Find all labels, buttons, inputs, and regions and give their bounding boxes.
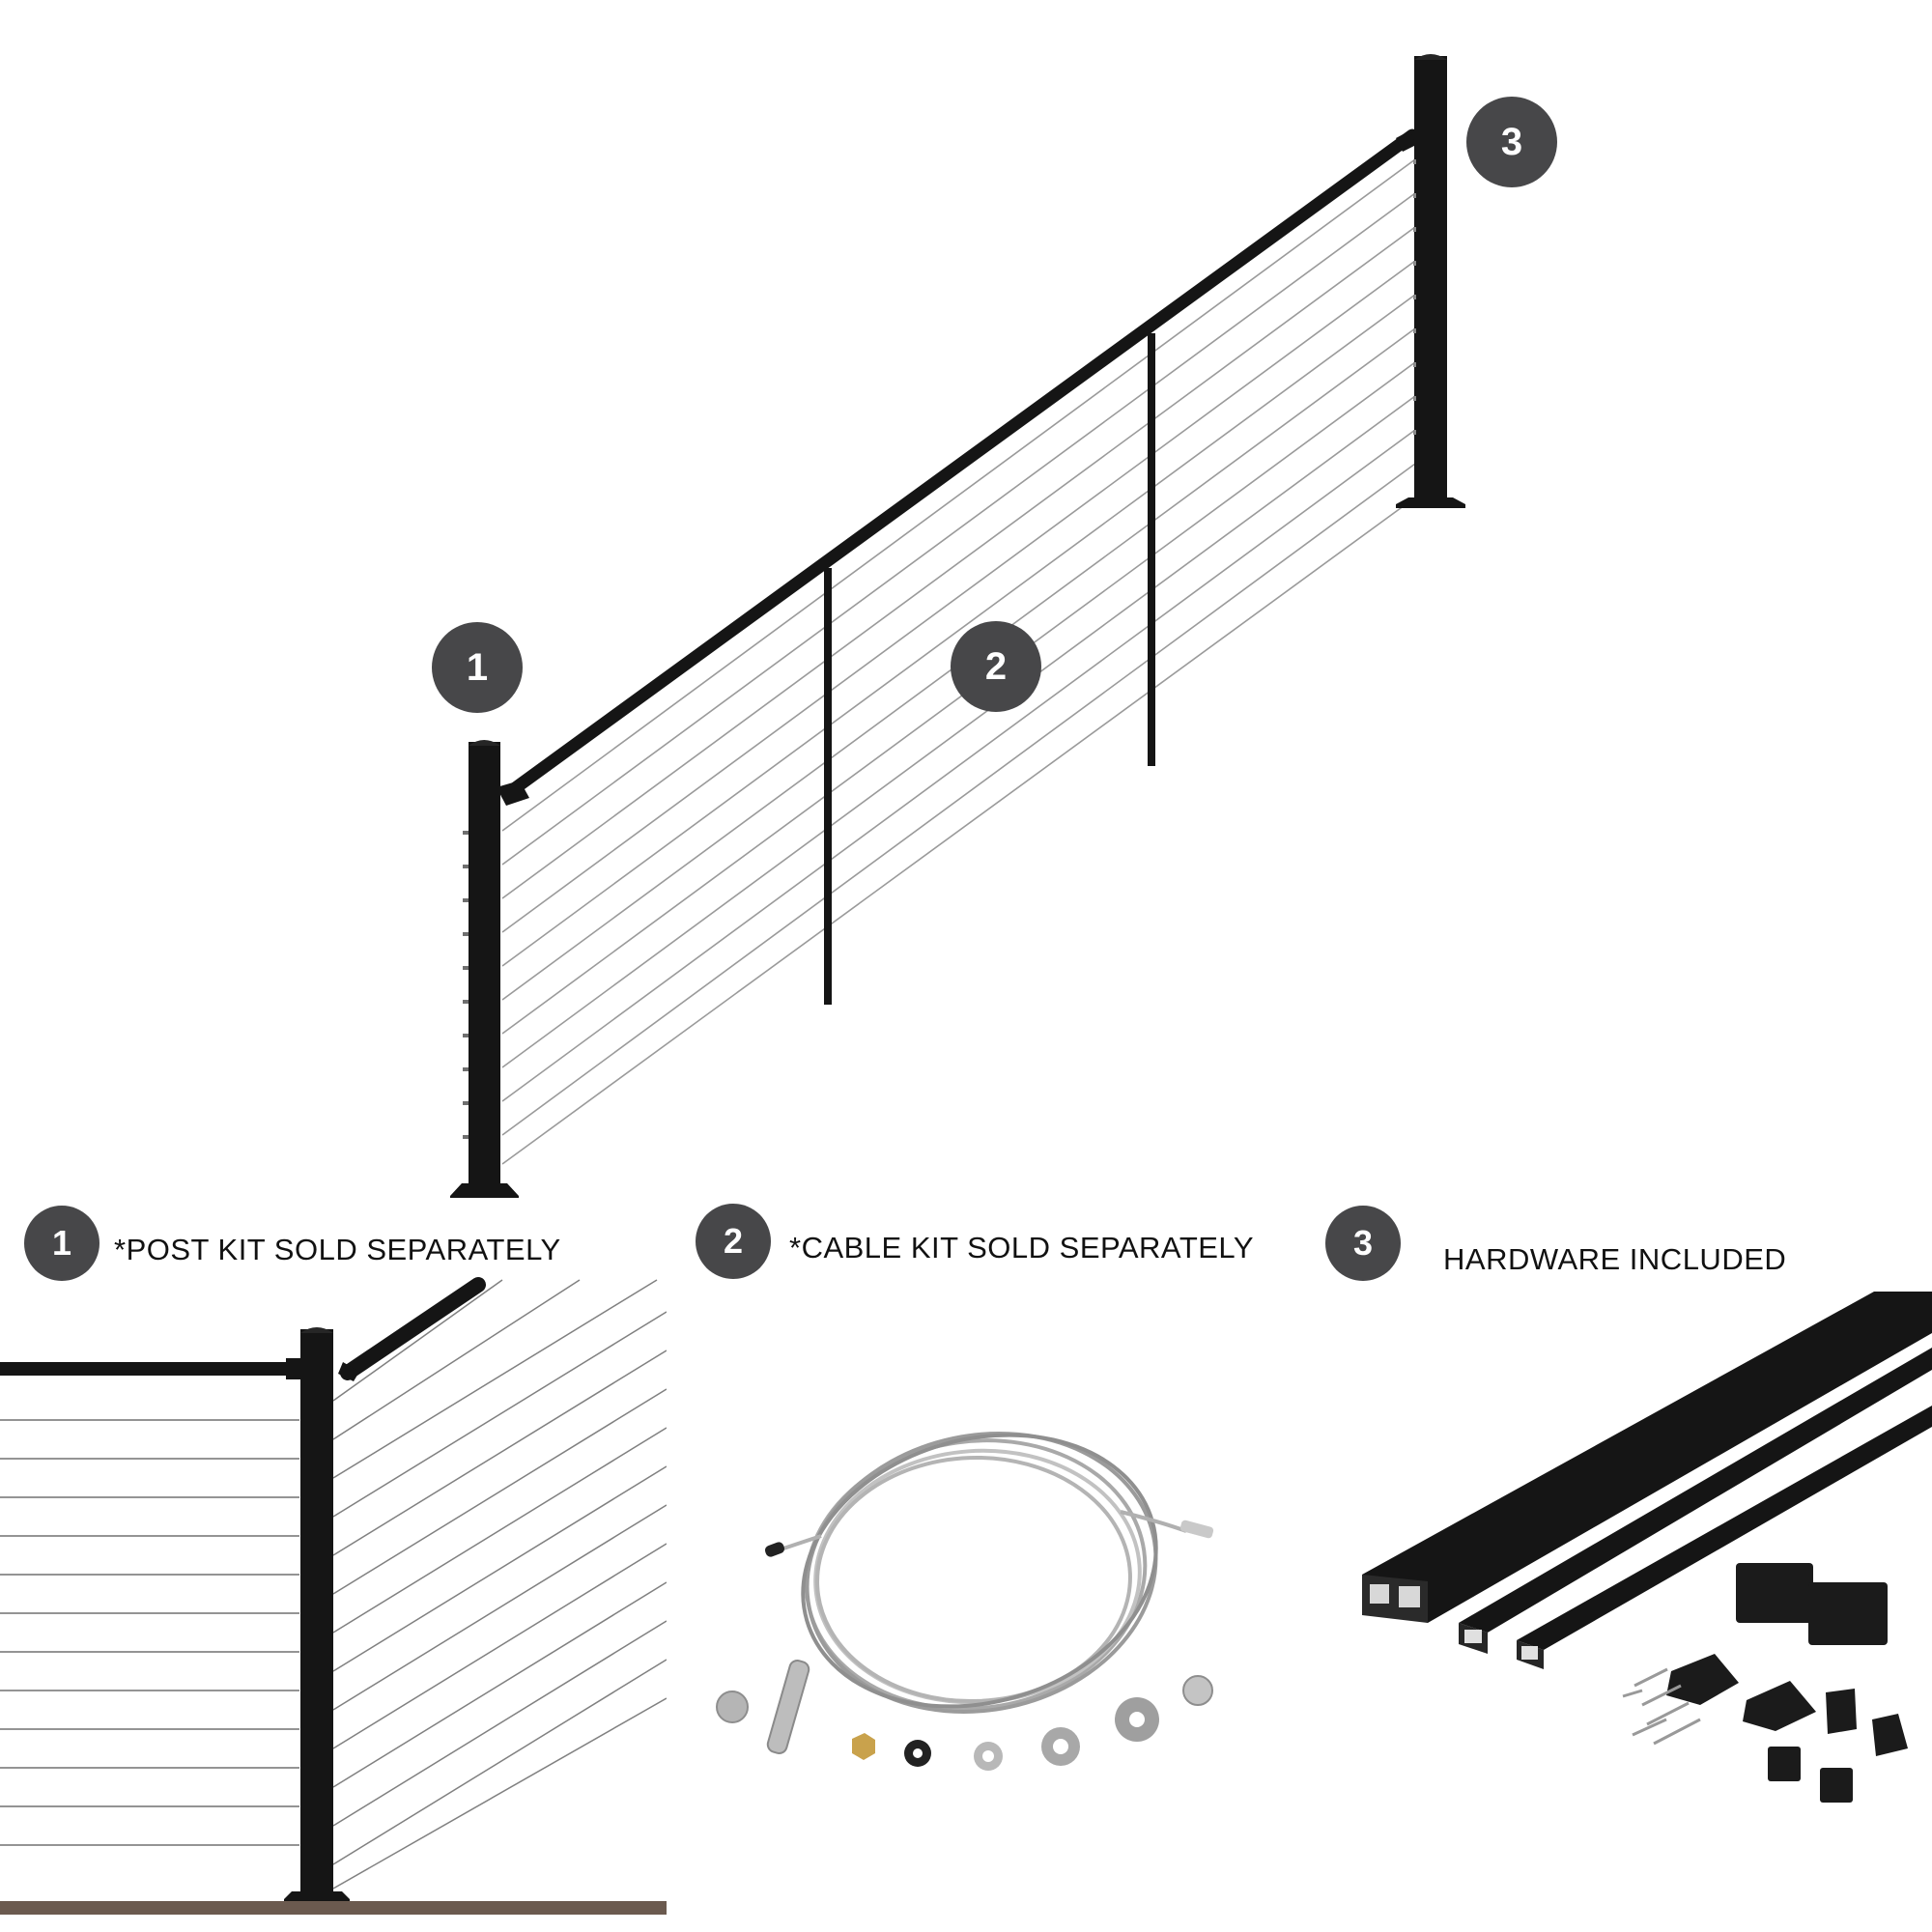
caption-hardware: HARDWARE INCLUDED [1443,1242,1787,1276]
horizontal-cables [0,1419,299,1846]
intermediate-baluster-left [824,568,832,1005]
level-top-rail [0,1362,301,1376]
rail-bracket-upper [1396,130,1416,152]
dome-cap [1182,1675,1213,1706]
cable-hardware-parts [716,1660,1213,1771]
cable-swage-fitting [1179,1520,1214,1539]
cable-end-fitting [764,1542,785,1557]
deck-board [0,1901,667,1915]
mounting-screws [1622,1667,1701,1746]
stair-top-rail [340,1277,486,1380]
caption-post-kit: *POST KIT SOLD SEPARATELY [114,1233,561,1266]
rail-bracket-lower [497,781,529,806]
post-brackets [1666,1563,1908,1803]
stair-railing-diagram [450,54,1465,1198]
top-rail-profile [1362,1292,1932,1623]
left-post [450,740,519,1198]
callout-badge-post: 1 [24,1206,99,1281]
callout-badge-cable: 2 [696,1204,771,1279]
brass-nut [852,1733,875,1760]
closeup-post [300,1329,333,1891]
top-rail [500,128,1419,801]
threaded-terminal [766,1660,810,1754]
callout-badge-hardware-main: 3 [1466,97,1557,187]
callout-badge-hardware: 3 [1325,1206,1401,1281]
caption-cable-kit: *CABLE KIT SOLD SEPARATELY [789,1231,1255,1264]
intermediate-baluster-right [1148,333,1155,766]
baluster-tubes [1459,1348,1932,1669]
callout-badge-post-main: 1 [432,622,523,713]
acorn-nut [716,1690,749,1723]
right-post [1396,54,1465,508]
diagonal-cables [332,1279,667,1889]
callout-badge-cable-main: 2 [951,621,1041,712]
